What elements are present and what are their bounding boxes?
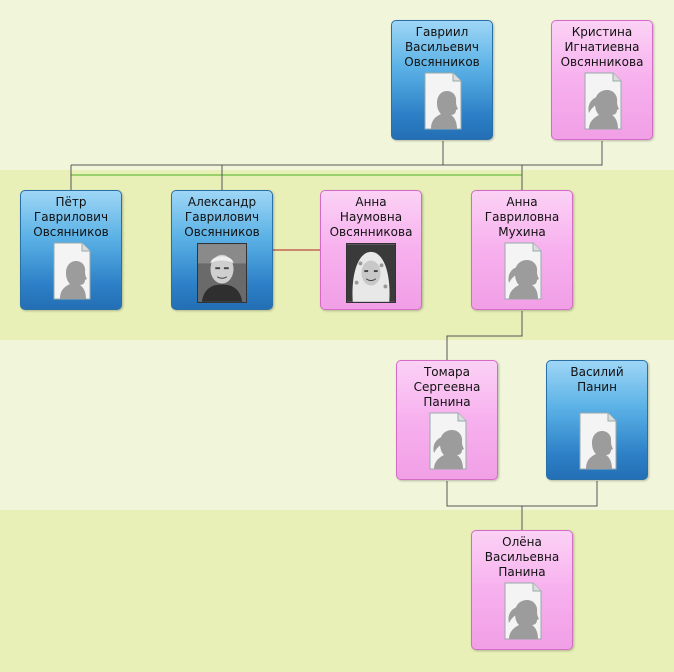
- male-silhouette-icon: [46, 241, 96, 301]
- connector-anna-g-tomara: [446, 311, 523, 360]
- female-silhouette-icon: [422, 411, 472, 471]
- person-name: Анна Гавриловна Мухина: [484, 195, 560, 239]
- person-card-vasiliy[interactable]: Василий Панин: [546, 360, 648, 480]
- female-silhouette-icon: [577, 71, 627, 131]
- person-card-gavriil[interactable]: Гавриил Васильевич Овсянников: [391, 20, 493, 140]
- parents-connector: [442, 141, 603, 166]
- person-photo: [346, 243, 396, 303]
- male-silhouette-icon: [572, 411, 622, 471]
- person-card-olena[interactable]: Олёна Васильевна Панина: [471, 530, 573, 650]
- person-name: Кристина Игнатиевна Овсянникова: [560, 25, 644, 69]
- person-card-anna-gavrilovna[interactable]: Анна Гавриловна Мухина: [471, 190, 573, 310]
- person-name: Василий Панин: [570, 365, 624, 394]
- person-card-petr[interactable]: Пётр Гаврилович Овсянников: [20, 190, 122, 310]
- person-card-tomara[interactable]: Томара Сергеевна Панина: [396, 360, 498, 480]
- person-name: Александр Гаврилович Овсянников: [184, 195, 260, 239]
- person-card-anna-naumovna[interactable]: Анна Наумовна Овсянникова: [320, 190, 422, 310]
- person-name: Пётр Гаврилович Овсянников: [33, 195, 109, 239]
- person-name: Гавриил Васильевич Овсянников: [404, 25, 480, 69]
- person-card-kristina[interactable]: Кристина Игнатиевна Овсянникова: [551, 20, 653, 140]
- person-name: Олёна Васильевна Панина: [484, 535, 560, 579]
- person-name: Анна Наумовна Овсянникова: [329, 195, 413, 239]
- person-photo: [197, 243, 247, 303]
- person-name: Томара Сергеевна Панина: [413, 365, 481, 409]
- connector-parents-olena: [446, 481, 598, 507]
- person-card-aleksandr[interactable]: Александр Гаврилович Овсянников: [171, 190, 273, 310]
- female-silhouette-icon: [497, 581, 547, 641]
- male-silhouette-icon: [417, 71, 467, 131]
- female-silhouette-icon: [497, 241, 547, 301]
